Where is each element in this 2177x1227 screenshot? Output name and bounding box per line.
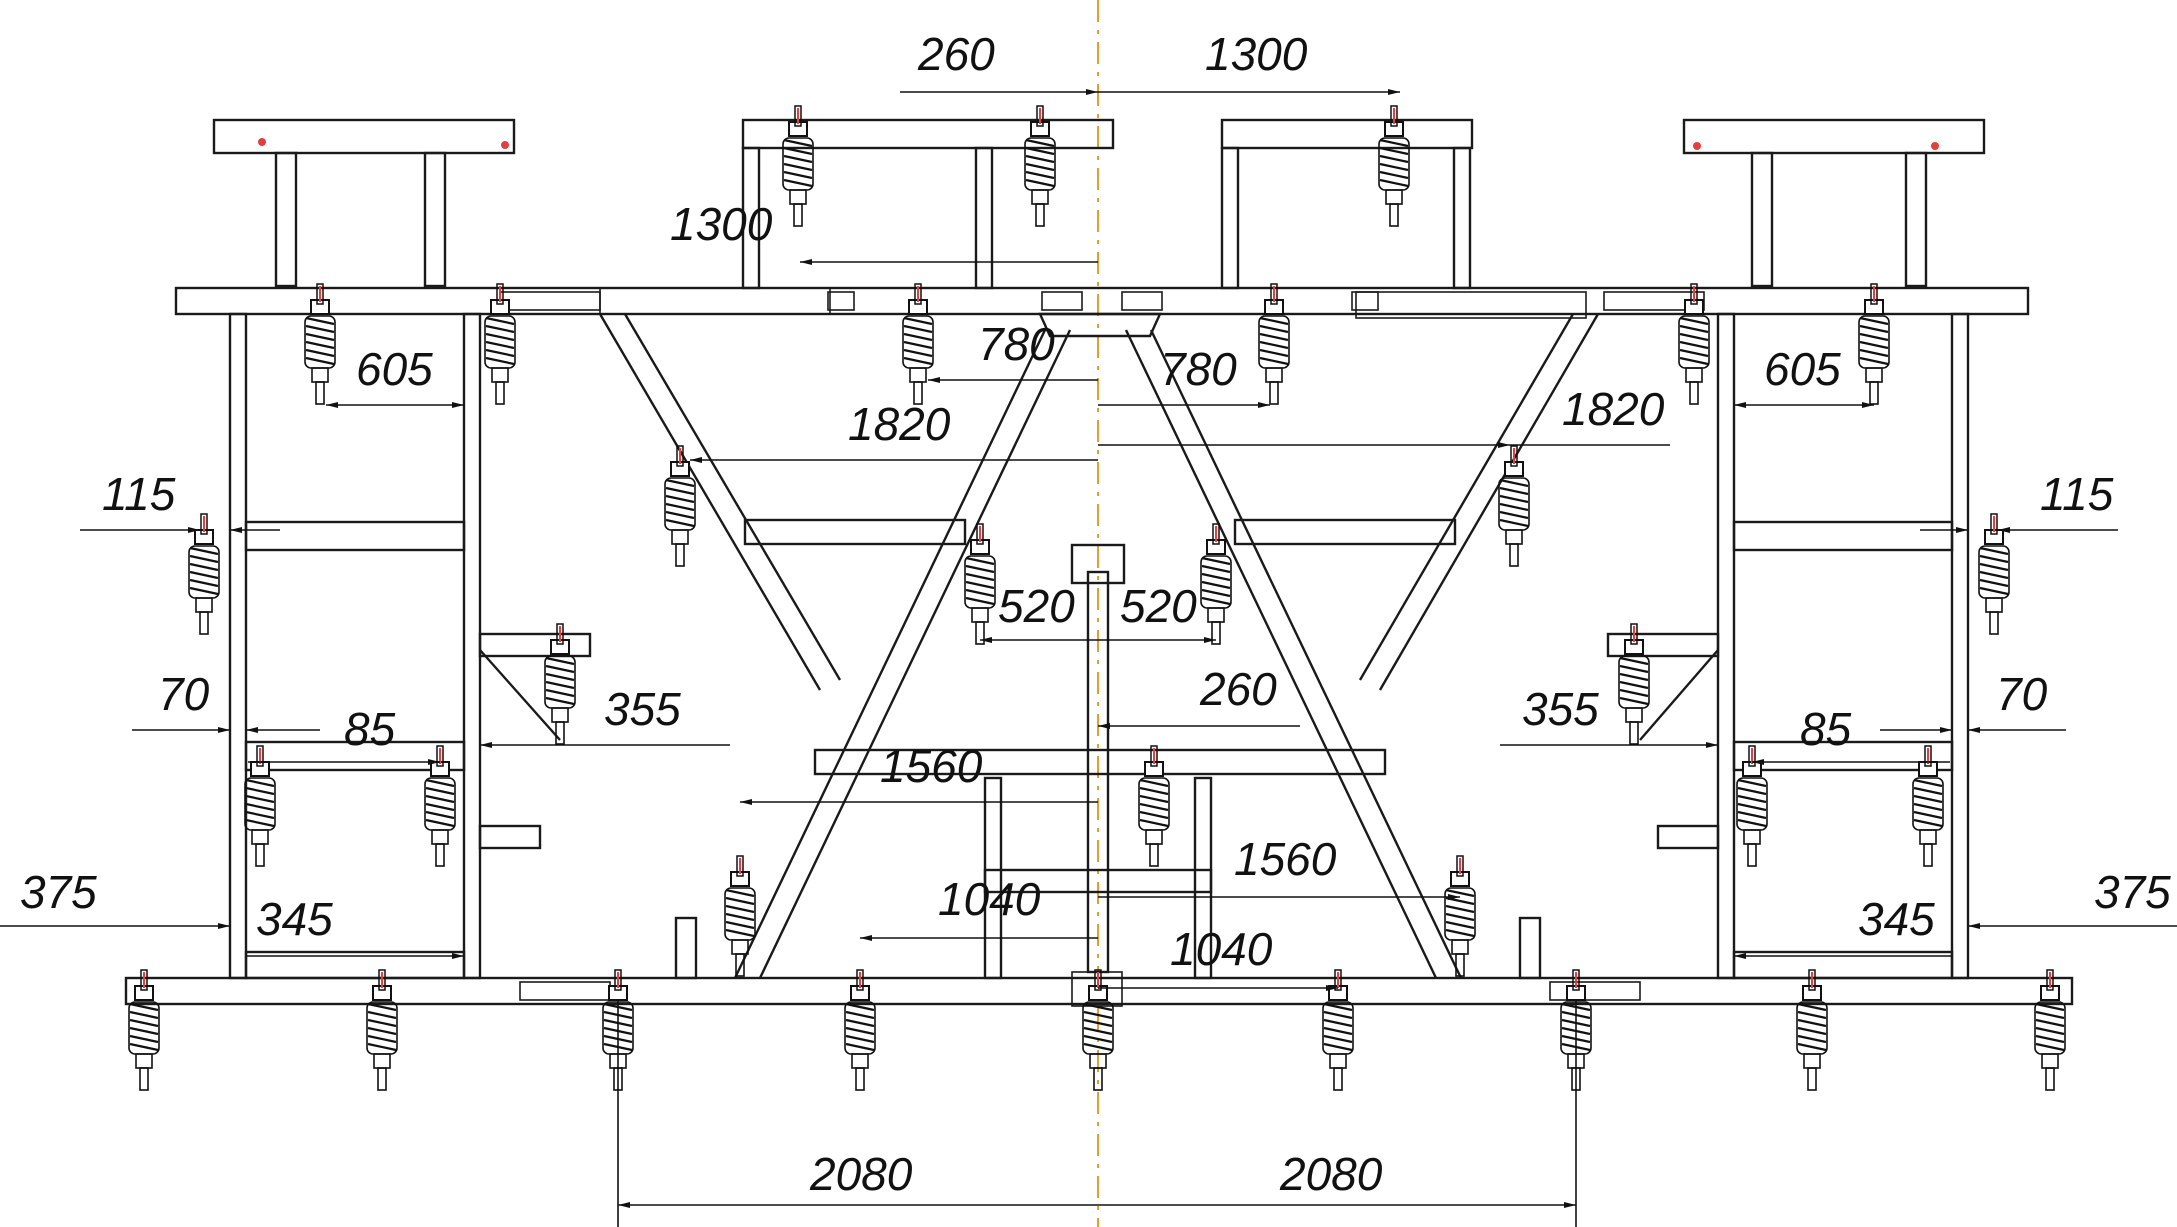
center-a-frame: [598, 312, 1600, 980]
dim-85-right: 85: [1800, 703, 1852, 755]
dimension-lines: [0, 89, 2177, 1227]
dim-375-left: 375: [20, 866, 97, 918]
dim-115-right: 115: [2040, 468, 2114, 520]
dim-375-right: 375: [2094, 866, 2171, 918]
dim-2080-right: 2080: [1279, 1148, 1383, 1200]
dim-780-right: 780: [1160, 343, 1237, 395]
dim-780-left: 780: [978, 318, 1055, 370]
dim-1040-left: 1040: [938, 873, 1041, 925]
dim-520-right: 520: [1120, 580, 1197, 632]
dim-1040-right: 1040: [1170, 923, 1273, 975]
top-left-bracket: [212, 118, 516, 288]
dim-1300-left: 1300: [670, 198, 773, 250]
dim-1560-right: 1560: [1234, 833, 1337, 885]
dim-605-left: 605: [356, 343, 433, 395]
dim-1300-top: 1300: [1205, 28, 1308, 80]
dim-355-left: 355: [604, 683, 681, 735]
dim-115-left: 115: [102, 468, 176, 520]
left-side-frame: [228, 312, 592, 980]
dim-605-right: 605: [1764, 343, 1841, 395]
dim-1820-left: 1820: [848, 398, 951, 450]
upper-beam: [174, 286, 2030, 316]
dim-355-right: 355: [1522, 683, 1599, 735]
dim-1560-left: 1560: [880, 740, 983, 792]
dim-345-left: 345: [256, 893, 333, 945]
dim-2080-left: 2080: [809, 1148, 913, 1200]
dim-345-right: 345: [1858, 893, 1935, 945]
top-center-right-bracket: [1220, 118, 1474, 290]
dim-260-mid: 260: [1199, 663, 1277, 715]
dimension-labels: 260 1300 1300 780 780 1820 1820 605 605 …: [20, 28, 2171, 1200]
right-side-frame: [1606, 312, 1970, 980]
dim-85-left: 85: [344, 703, 396, 755]
dim-70-right: 70: [1996, 668, 2048, 720]
dim-1820-right: 1820: [1562, 383, 1665, 435]
dim-260-top: 260: [917, 28, 995, 80]
dim-520-left: 520: [998, 580, 1075, 632]
dim-70-left: 70: [158, 668, 210, 720]
top-right-bracket: [1682, 118, 1986, 288]
